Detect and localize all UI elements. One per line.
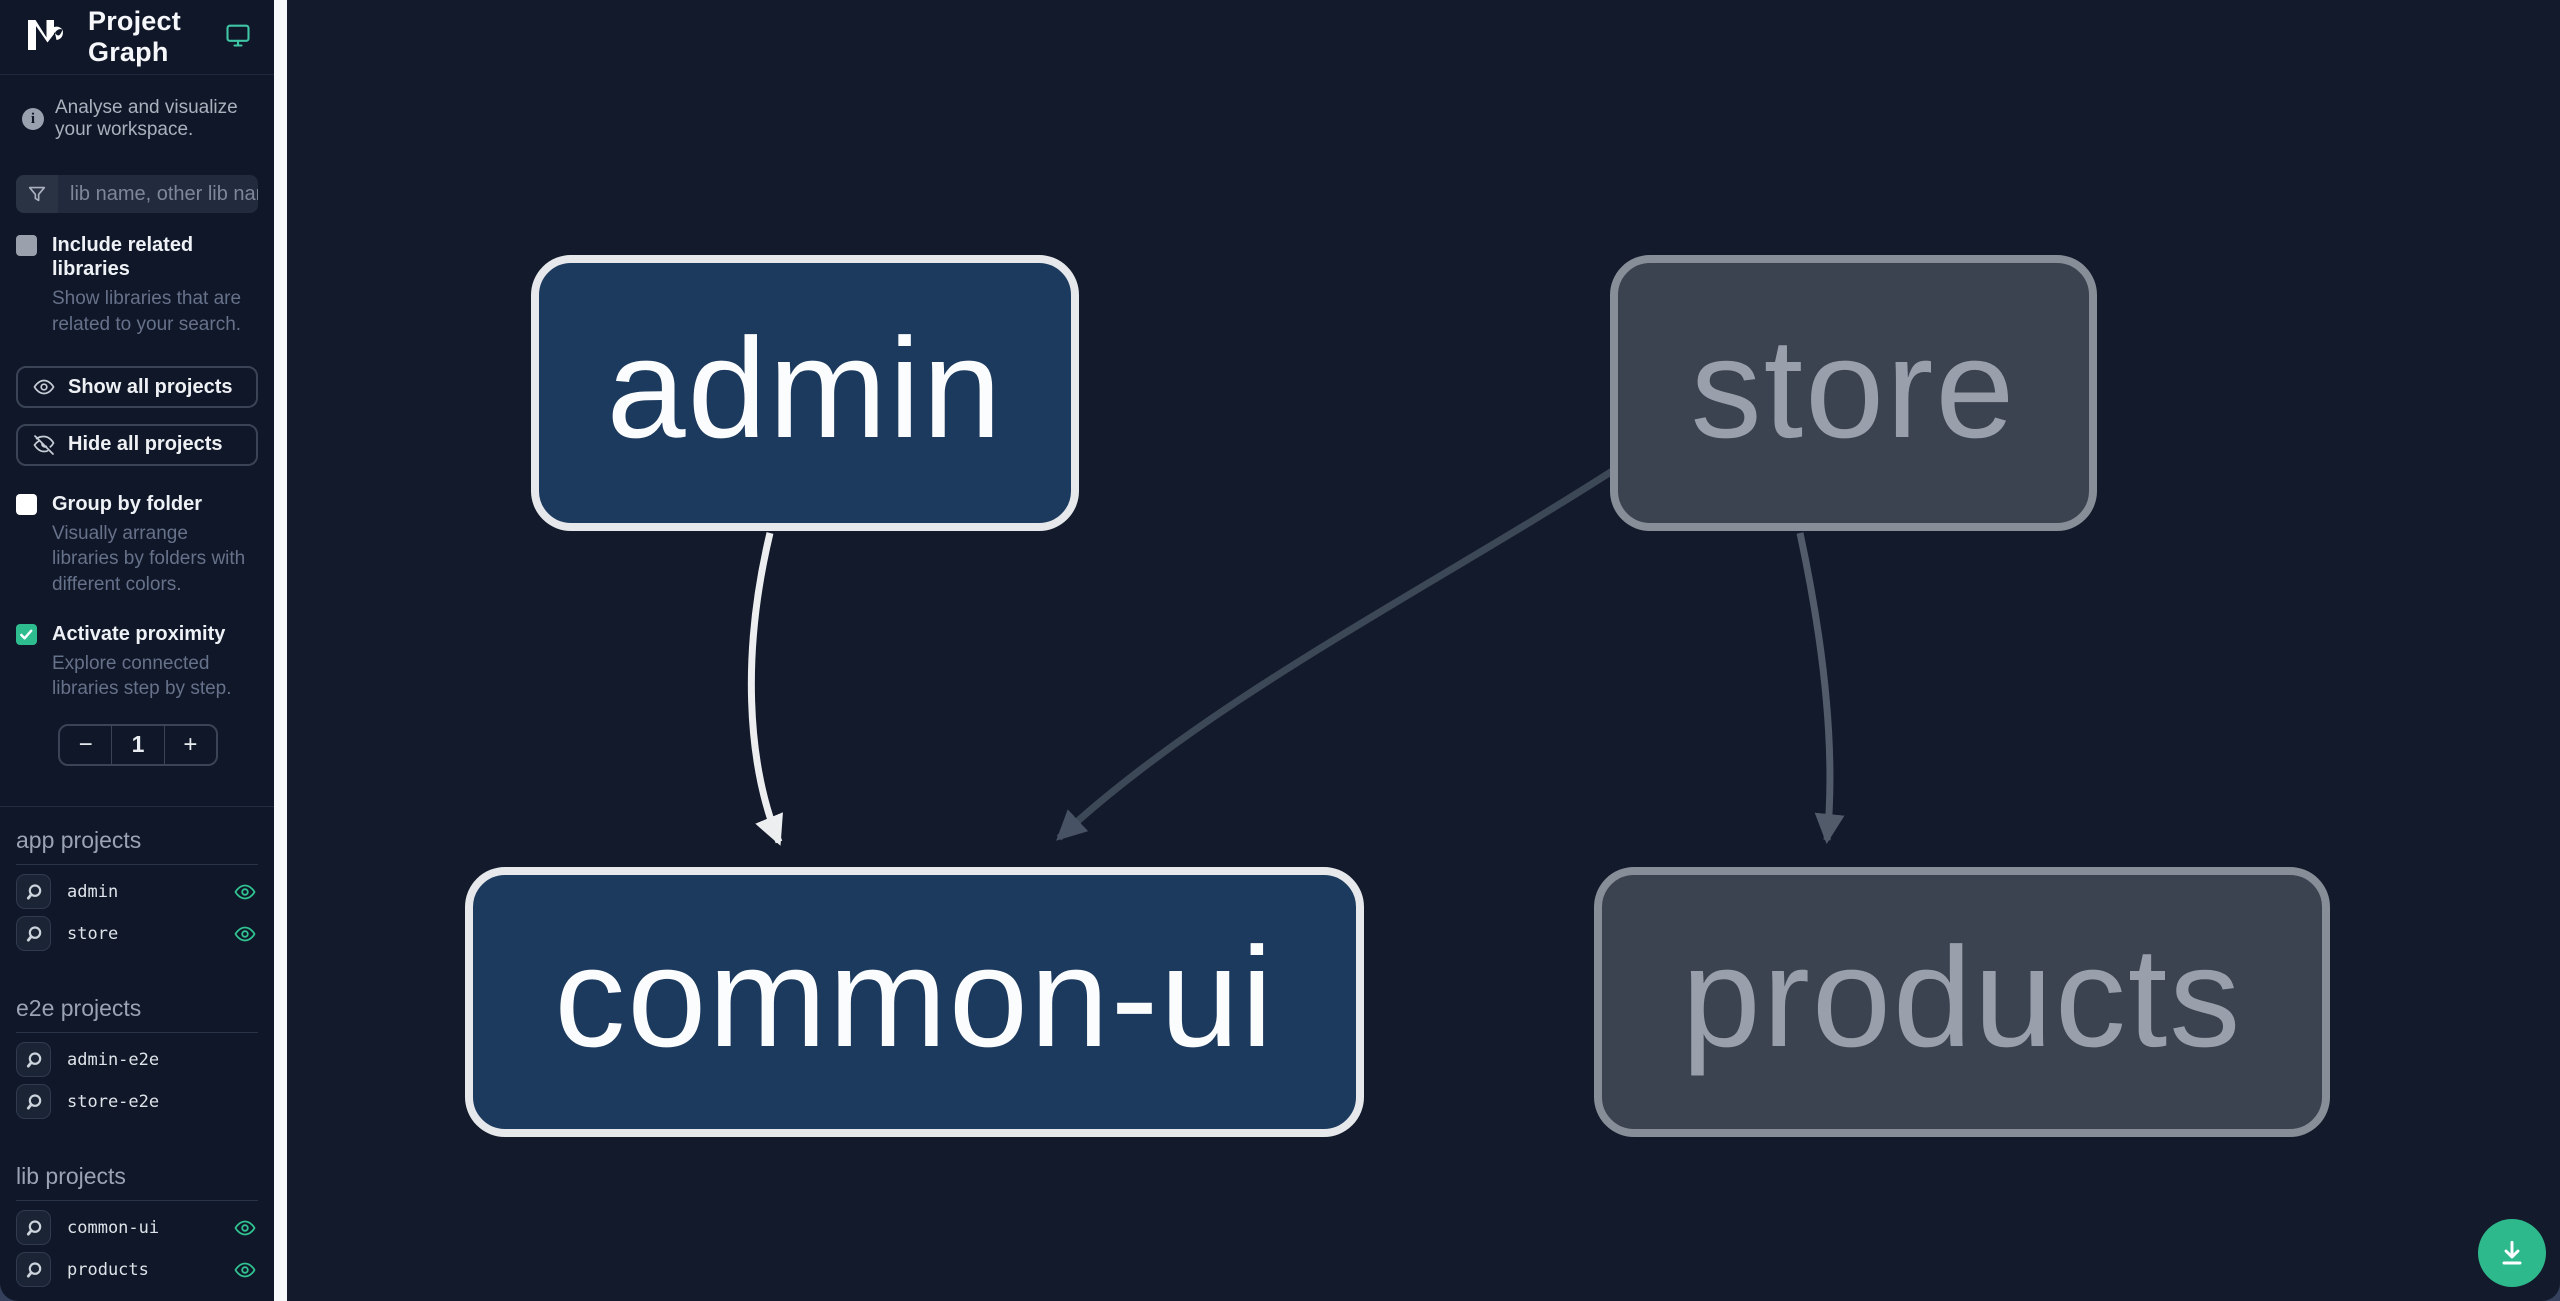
- section-e2e-projects: e2e projects admin-e2e stor: [16, 995, 258, 1123]
- nx-logo: [22, 12, 68, 63]
- list-item: store: [16, 913, 258, 955]
- show-all-projects-button[interactable]: Show all projects: [16, 366, 258, 409]
- focus-project-icon[interactable]: [16, 874, 51, 910]
- graph-node-products[interactable]: products: [1594, 867, 2330, 1137]
- section-app-projects: app projects admin: [16, 827, 258, 955]
- checkbox-activate-proximity[interactable]: [16, 623, 37, 645]
- eye-icon[interactable]: [232, 880, 258, 904]
- graph-canvas[interactable]: admin store common-ui products: [287, 0, 2560, 1301]
- monitor-icon[interactable]: [224, 21, 252, 54]
- focus-project-icon[interactable]: [16, 916, 51, 952]
- edge-store-common-ui: [1056, 465, 1619, 841]
- sidebar: Project Graph i Analyse and visualize yo…: [0, 0, 274, 1301]
- eye-icon[interactable]: [232, 1258, 258, 1282]
- eye-icon: [32, 375, 56, 399]
- focus-project-icon[interactable]: [16, 1210, 51, 1246]
- checkbox-group-by-folder[interactable]: [16, 493, 37, 515]
- checkbox-include-related[interactable]: [16, 235, 37, 257]
- filter-input-group: [16, 175, 258, 214]
- list-item: products: [16, 1249, 258, 1291]
- eye-icon[interactable]: [232, 922, 258, 946]
- list-item: store-e2e: [16, 1081, 258, 1123]
- edge-store-products: [1796, 532, 1845, 844]
- edge-admin-common-ui: [747, 532, 783, 846]
- download-icon: [2496, 1237, 2528, 1269]
- focus-project-icon[interactable]: [16, 1252, 51, 1288]
- proximity-increment-button[interactable]: +: [165, 726, 216, 764]
- proximity-value: 1: [112, 725, 165, 764]
- workspace-tagline: i Analyse and visualize your workspace.: [0, 75, 274, 149]
- graph-edges: [747, 465, 1845, 846]
- funnel-icon: [16, 175, 58, 214]
- project-lists: app projects admin: [0, 805, 274, 1301]
- list-item: admin-e2e: [16, 1039, 258, 1081]
- toggle-activate-proximity[interactable]: Activate proximity Explore connected lib…: [0, 598, 274, 702]
- proximity-decrement-button[interactable]: −: [60, 725, 113, 764]
- sidebar-header: Project Graph: [0, 0, 274, 76]
- list-item: admin: [16, 871, 258, 913]
- filter-input[interactable]: [58, 175, 258, 214]
- toggle-include-related[interactable]: Include related libraries Show libraries…: [0, 213, 274, 337]
- focus-project-icon[interactable]: [16, 1042, 51, 1078]
- graph-node-common-ui[interactable]: common-ui: [465, 867, 1364, 1137]
- eye-slash-icon: [32, 433, 56, 457]
- info-icon: i: [22, 108, 44, 131]
- download-graph-button[interactable]: [2478, 1219, 2546, 1287]
- page-title: Project Graph: [88, 6, 181, 68]
- hide-all-projects-button[interactable]: Hide all projects: [16, 424, 258, 466]
- toggle-group-by-folder[interactable]: Group by folder Visually arrange librari…: [0, 466, 274, 598]
- eye-icon[interactable]: [232, 1216, 258, 1240]
- section-lib-projects: lib projects common-ui: [16, 1163, 258, 1291]
- sidebar-canvas-divider: [274, 0, 287, 1301]
- focus-project-icon[interactable]: [16, 1084, 51, 1120]
- proximity-stepper: − 1 +: [58, 723, 218, 766]
- graph-node-admin[interactable]: admin: [531, 255, 1079, 531]
- list-item: common-ui: [16, 1207, 258, 1249]
- graph-node-store[interactable]: store: [1610, 255, 2097, 531]
